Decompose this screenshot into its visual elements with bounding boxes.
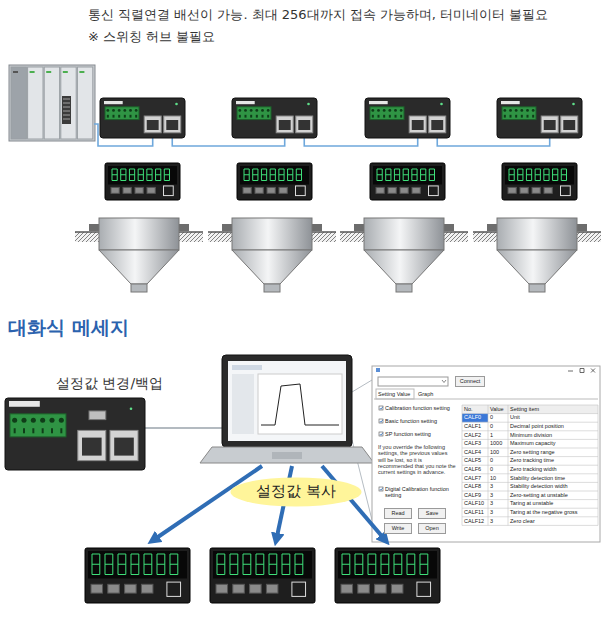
save-button: Save bbox=[418, 508, 446, 519]
table-cell: CALF9 bbox=[464, 492, 481, 498]
table-cell: 3 bbox=[490, 483, 493, 489]
table-cell: 3 bbox=[490, 518, 493, 524]
digital-indicator bbox=[237, 163, 312, 200]
converter-module bbox=[100, 98, 185, 138]
digital-indicator bbox=[85, 548, 190, 603]
node-text: Save bbox=[426, 510, 439, 516]
converter-module bbox=[365, 98, 450, 138]
converter-module bbox=[497, 98, 582, 138]
table-cell: CALF4 bbox=[464, 449, 481, 455]
software-window bbox=[372, 366, 600, 542]
read-button: Read bbox=[384, 508, 412, 519]
table-cell: 100 bbox=[490, 449, 499, 455]
table-cell: 0 bbox=[490, 457, 493, 463]
digital-indicator bbox=[210, 548, 315, 603]
table-cell: Decimal point position bbox=[510, 423, 564, 429]
laptop bbox=[200, 355, 374, 463]
table-cell: 3 bbox=[490, 492, 493, 498]
section-heading: 대화식 메세지 bbox=[8, 317, 129, 339]
table-cell: CALF6 bbox=[464, 466, 481, 472]
note-text: ※ 스위칭 허브 불필요 bbox=[88, 30, 215, 45]
table-cell: CALF5 bbox=[464, 457, 481, 463]
table-cell: 1000 bbox=[490, 440, 502, 446]
table-cell: 0 bbox=[490, 423, 493, 429]
table-cell: 0 bbox=[490, 414, 493, 420]
table-header: No. bbox=[464, 406, 473, 412]
usb-cable bbox=[145, 428, 222, 429]
table-cell: CALF8 bbox=[464, 483, 481, 489]
callout-label: 설정값 변경/백업 bbox=[56, 375, 163, 391]
table-cell: Zero tracking width bbox=[510, 466, 556, 472]
digital-indicator bbox=[105, 163, 180, 200]
table-cell: Zero tracking time bbox=[510, 457, 554, 463]
node-text: Open bbox=[425, 525, 438, 531]
node-text: Connect bbox=[460, 378, 481, 384]
hopper bbox=[340, 218, 468, 292]
table-cell: 0 bbox=[490, 466, 493, 472]
table-cell: CALF11 bbox=[464, 509, 484, 515]
table-cell: Maximum capacity bbox=[510, 440, 556, 446]
checkbox-label: SP function setting bbox=[385, 431, 457, 437]
node-text: Read bbox=[391, 510, 404, 516]
table-cell: 3 bbox=[490, 500, 493, 506]
table-cell: 10 bbox=[490, 475, 496, 481]
node-text: 설정값 복사 bbox=[256, 483, 336, 500]
table-cell: Minimum division bbox=[510, 432, 552, 438]
digital-indicator bbox=[370, 163, 445, 200]
table-header: Value bbox=[490, 406, 504, 412]
table-cell: CALF0 bbox=[464, 414, 481, 420]
table-cell: Zero-setting at unstable bbox=[510, 492, 568, 498]
hopper bbox=[208, 218, 336, 292]
table-cell: 3 bbox=[490, 509, 493, 515]
note-text: If you override the following settings, … bbox=[378, 444, 456, 476]
tab-label: Setting Value bbox=[378, 391, 410, 397]
table-cell: Taring at the negative gross bbox=[510, 509, 578, 515]
node-text: Write bbox=[392, 525, 405, 531]
checkbox-label: Digital Calibration function setting bbox=[385, 486, 457, 499]
ellipse-outline bbox=[231, 478, 362, 507]
table-cell: CALF3 bbox=[464, 440, 481, 446]
write-button: Write bbox=[384, 523, 412, 534]
table-cell: 1 bbox=[490, 432, 493, 438]
checkbox-label: Calibration function setting bbox=[385, 405, 457, 411]
copy-callout: 설정값 복사 bbox=[230, 477, 362, 507]
open-button: Open bbox=[418, 523, 446, 534]
table-cell: Stability detection width bbox=[510, 483, 567, 489]
table-cell: CALF1 bbox=[464, 423, 481, 429]
connect-button: Connect bbox=[455, 376, 485, 387]
table-cell: Zero clear bbox=[510, 518, 535, 524]
table-cell: Unit bbox=[510, 414, 520, 420]
table-header: Setting item bbox=[510, 406, 539, 412]
plc-rack bbox=[9, 65, 95, 141]
tab-label: Graph bbox=[418, 391, 433, 397]
hopper bbox=[75, 218, 203, 292]
digital-indicator bbox=[335, 548, 440, 603]
table-cell: CALF7 bbox=[464, 475, 481, 481]
table-cell: CALF2 bbox=[464, 432, 481, 438]
table-cell: CALF10 bbox=[464, 500, 484, 506]
checkbox-label: Basic function setting bbox=[385, 418, 457, 424]
note-text: 통신 직렬연결 배선이 가능. 최대 256대까지 접속 가능하며, 터미네이터… bbox=[88, 8, 603, 23]
table-cell: Stability detection time bbox=[510, 475, 565, 481]
table-cell: CALF12 bbox=[464, 518, 484, 524]
hopper bbox=[473, 218, 601, 292]
digital-indicator bbox=[502, 163, 577, 200]
copy-arrow bbox=[152, 466, 386, 541]
converter-module bbox=[5, 398, 145, 470]
table-cell: Taring at unstable bbox=[510, 500, 553, 506]
table-cell: Zero setting range bbox=[510, 449, 555, 455]
converter-module bbox=[232, 98, 317, 138]
